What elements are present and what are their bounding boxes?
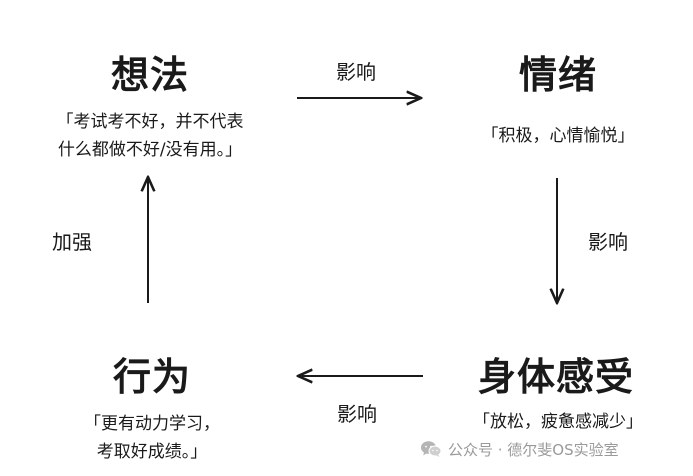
node-thought-desc-line2: 什么都做不好/没有用。」 [57,140,243,160]
node-behavior-desc-line1: 「更有动力学习， [84,414,220,434]
node-thought-desc-line1: 「考试考不好，并不代表 [56,112,244,132]
watermark: 公众号 · 德尔斐OS实验室 [420,436,619,462]
node-body-feeling-desc: 「放松，疲惫感减少」 [473,412,643,432]
edge-label-behavior-to-thought: 加强 [52,230,92,254]
edge-label-emotion-to-body: 影响 [588,230,628,254]
edge-label-body-to-behavior: 影响 [337,402,377,426]
node-behavior-desc-line2: 考取好成绩。」 [96,442,208,462]
node-thought-title: 想法 [110,53,189,97]
node-behavior-title: 行为 [112,355,191,399]
watermark-text: 公众号 · 德尔斐OS实验室 [448,440,619,459]
edge-label-thought-to-emotion: 影响 [336,60,376,84]
node-emotion-title: 情绪 [518,53,597,97]
node-body-feeling-title: 身体感受 [477,355,634,399]
wechat-icon [421,441,442,457]
node-emotion-desc: 「积极，心情愉悦」 [481,126,635,146]
